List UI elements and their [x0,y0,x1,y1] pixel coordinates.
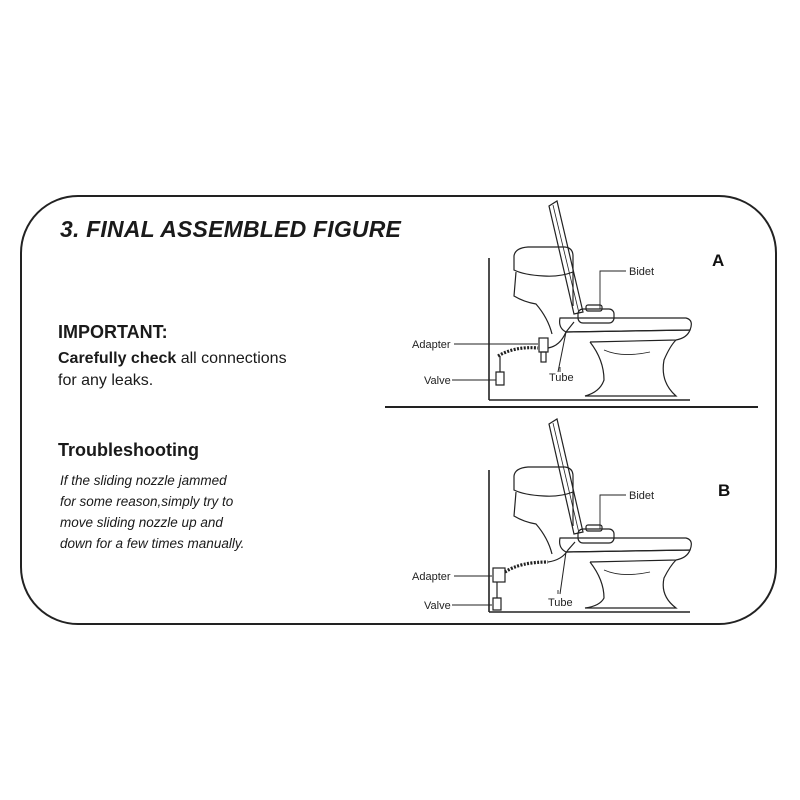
figure-a-letter: A [712,251,724,270]
troubleshooting-text: If the sliding nozzle jammed for some re… [60,470,300,554]
troubleshooting-line-3: move sliding nozzle up and [60,515,223,530]
important-text-rest: all connections [176,350,287,367]
toilet-bowl [584,559,678,609]
valve-fitting [492,582,502,611]
tank-lid [513,466,574,497]
important-heading: IMPORTANT: [58,322,168,342]
toilet-lid-inner [552,422,580,534]
troubleshooting-heading: Troubleshooting [58,440,199,460]
toilet-lid-inner [552,204,580,314]
toilet-lid [548,200,584,315]
bidet-knob [585,524,603,532]
important-bold-lead: Carefully check [58,350,177,367]
tank-body-left [513,271,553,335]
bidet-unit [577,528,615,544]
adapter-fitting [538,337,549,353]
adapter-fitting [492,567,506,583]
toilet-rim [565,329,691,343]
bowl-curve [603,349,651,355]
adapter-stem [540,351,547,363]
bidet-unit [577,308,615,324]
water-tube [547,541,576,563]
troubleshooting-line-1: If the sliding nozzle jammed [60,473,227,488]
valve-label-b: Valve [424,600,451,612]
bidet-leader [599,270,626,309]
adapter-label-a: Adapter [412,339,451,351]
bidet-label-b: Bidet [629,490,654,502]
tank-body-left [513,491,553,555]
bowl-curve [603,569,651,575]
water-tube [547,321,575,349]
instruction-card [20,195,777,625]
tube-label-b: Tube [548,597,573,609]
toilet-lid [548,418,584,535]
adapter-label-b: Adapter [412,571,451,583]
valve-label-a: Valve [424,375,451,387]
tube-drop [559,551,567,595]
troubleshooting-line-4: down for a few times manually. [60,536,245,551]
figure-b-diagram [452,418,692,613]
valve-fitting [495,356,505,386]
important-line-2: for any leaks. [58,372,154,389]
toilet-rim [565,549,691,563]
figure-a-diagram [452,200,692,401]
bidet-leader [599,494,626,529]
tube-drop [557,331,567,373]
toilet-bowl [584,339,678,397]
tank-lid [513,246,574,277]
important-text: Carefully check all connections for any … [58,348,287,392]
braided-hose [497,346,539,358]
troubleshooting-line-2: for some reason,simply try to [60,494,234,509]
bidet-knob [585,304,603,312]
section-title: 3. FINAL ASSEMBLED FIGURE [60,216,402,242]
tube-label-a: Tube [549,372,574,384]
braided-hose [504,560,549,574]
bidet-label-a: Bidet [629,266,654,278]
figure-b-letter: B [718,481,730,500]
